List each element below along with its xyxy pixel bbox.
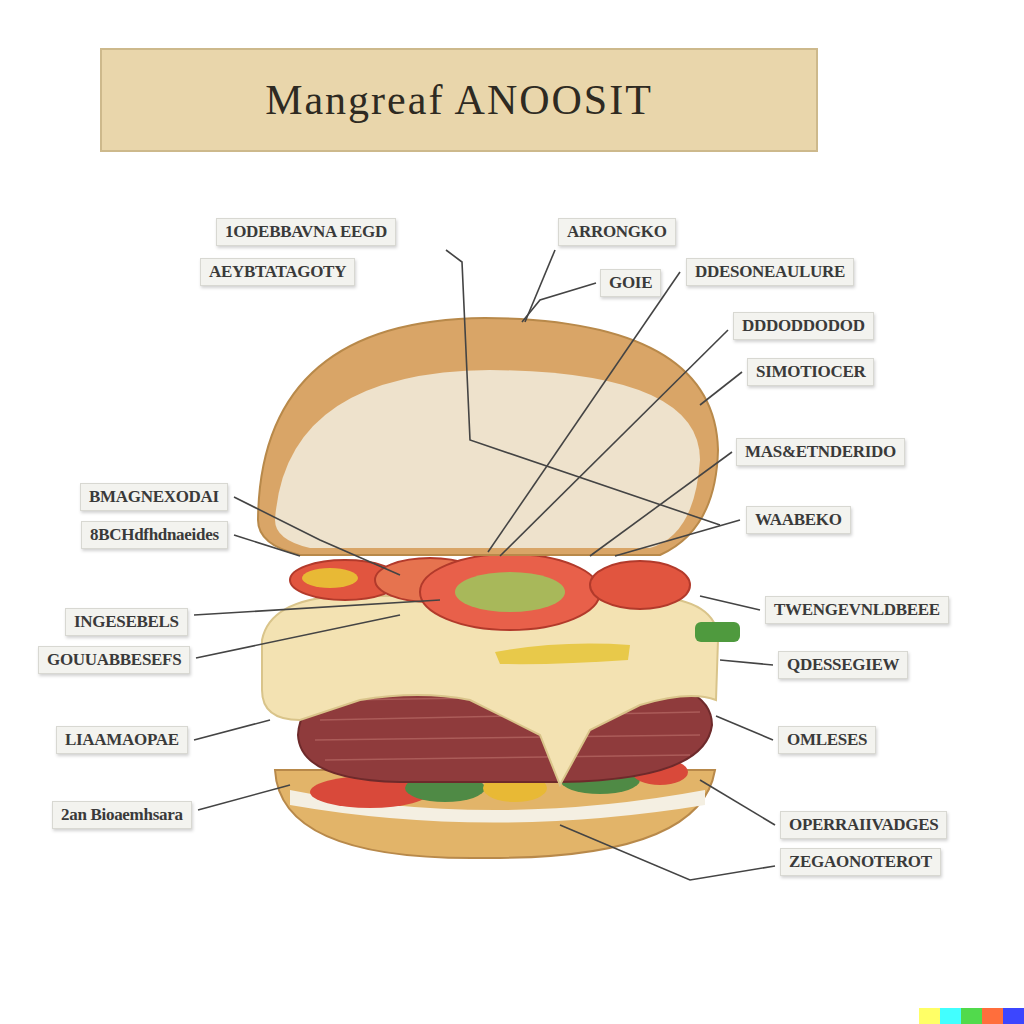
- watermark-square: [982, 1008, 1003, 1024]
- label-box: TWENGEVNLDBEEE: [765, 596, 949, 624]
- label-text: GOUUABBESEFS: [47, 650, 181, 670]
- label-box: OPERRAIIVADGES: [780, 811, 947, 839]
- watermark-square: [919, 1008, 940, 1024]
- label-box: 1ODEBBAVNA EEGD: [216, 218, 396, 246]
- label-text: OMLESES: [787, 730, 867, 750]
- leader-lines: [194, 250, 775, 880]
- label-box: ZEGAONOTEROT: [780, 848, 941, 876]
- label-box: MAS&ETNDERIDO: [736, 438, 905, 466]
- label-text: 8BCHdfhdnaeides: [90, 525, 219, 545]
- label-text: LIAAMAOPAE: [65, 730, 179, 750]
- watermark-square: [940, 1008, 961, 1024]
- label-box: INGESEBELS: [65, 608, 188, 636]
- label-box: DDDODDODOD: [733, 312, 874, 340]
- label-text: AEYBTATAGOTY: [209, 262, 346, 282]
- title-text: Mangreaf ANOOSIT: [265, 76, 653, 124]
- label-box: OMLESES: [778, 726, 876, 754]
- label-box: DDESONEAULURE: [686, 258, 854, 286]
- label-text: ARRONGKO: [567, 222, 667, 242]
- mustard: [495, 644, 630, 665]
- label-box: QDESSEGIEW: [778, 651, 908, 679]
- label-text: TWENGEVNLDBEEE: [774, 600, 940, 620]
- label-box: 8BCHdfhdnaeides: [81, 521, 228, 549]
- label-box: SIMOTIOCER: [747, 358, 874, 386]
- label-text: WAABEKO: [755, 510, 842, 530]
- label-box: LIAAMAOPAE: [56, 726, 188, 754]
- label-text: BMAGNEXODAI: [89, 487, 219, 507]
- label-box: WAABEKO: [746, 506, 851, 534]
- label-box: BMAGNEXODAI: [80, 483, 228, 511]
- label-text: DDESONEAULURE: [695, 262, 845, 282]
- label-box: GOUUABBESEFS: [38, 646, 190, 674]
- tomato: [420, 554, 600, 630]
- label-text: QDESSEGIEW: [787, 655, 899, 675]
- label-text: ZEGAONOTEROT: [789, 852, 932, 872]
- watermark-square: [961, 1008, 982, 1024]
- pickle: [695, 622, 740, 642]
- label-text: 1ODEBBAVNA EEGD: [225, 222, 387, 242]
- label-box: ARRONGKO: [558, 218, 676, 246]
- label-text: OPERRAIIVADGES: [789, 815, 938, 835]
- label-text: GOIE: [609, 273, 652, 293]
- watermark-square: [1003, 1008, 1024, 1024]
- label-text: INGESEBELS: [74, 612, 179, 632]
- pepper: [302, 568, 358, 588]
- lettuce: [455, 572, 565, 612]
- label-text: MAS&ETNDERIDO: [745, 442, 896, 462]
- label-text: DDDODDODOD: [742, 316, 865, 336]
- title-band: Mangreaf ANOOSIT: [100, 48, 818, 152]
- label-box: AEYBTATAGOTY: [200, 258, 355, 286]
- label-text: 2an Bioaemhsara: [61, 805, 183, 825]
- label-box: 2an Bioaemhsara: [52, 801, 192, 829]
- label-box: GOIE: [600, 269, 661, 297]
- top-bun: [258, 318, 718, 555]
- label-text: SIMOTIOCER: [756, 362, 865, 382]
- tomato: [590, 561, 690, 609]
